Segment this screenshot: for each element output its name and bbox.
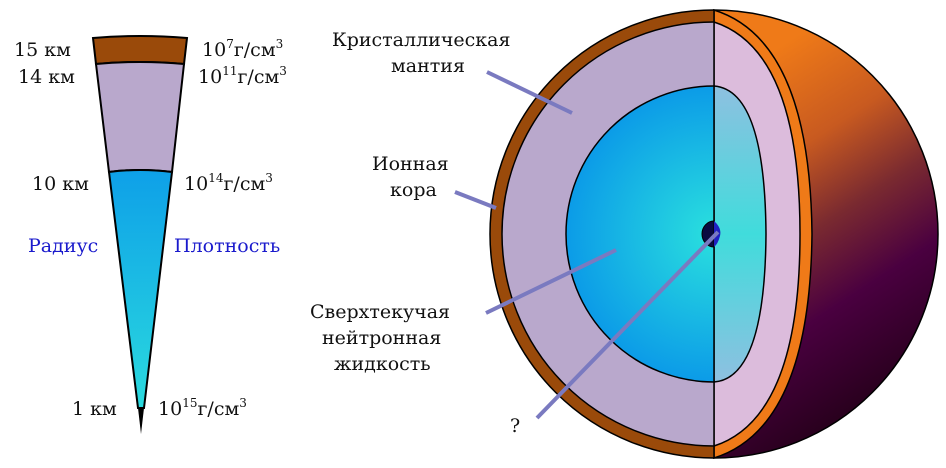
label-fluid-2: нейтронная — [322, 327, 441, 349]
label-core-unknown: ? — [510, 415, 520, 437]
axis-label-radius: Радиус — [28, 235, 98, 257]
wedge-fluid — [107, 169, 174, 409]
density-label-1e7: 107г/см3 — [202, 37, 283, 61]
cut-fluid — [713, 85, 767, 383]
label-fluid-3: жидкость — [334, 353, 431, 375]
leader-fluid — [485, 248, 617, 315]
leader-core — [535, 230, 720, 420]
wedge-crust — [91, 35, 189, 66]
label-crust-1: Ионная — [372, 153, 449, 175]
density-label-1e14: 1014г/см3 — [184, 171, 273, 195]
density-wedge — [91, 35, 189, 434]
label-mantle-1: Кристаллическая — [332, 29, 510, 51]
leader-crust — [454, 190, 497, 210]
radius-label-14: 14 км — [18, 66, 75, 88]
radius-label-15: 15 км — [14, 39, 71, 61]
radius-label-10: 10 км — [32, 173, 89, 195]
radius-label-1: 1 км — [72, 398, 117, 420]
leader-mantle — [486, 70, 573, 115]
leader-lines — [454, 70, 720, 420]
wedge-mantle — [94, 61, 186, 174]
label-crust-2: кора — [390, 179, 437, 201]
label-fluid-1: Сверхтекучая — [310, 301, 450, 323]
density-label-1e15: 1015г/см3 — [158, 396, 247, 420]
label-mantle-2: мантия — [391, 55, 465, 77]
neutron-star-sphere — [489, 8, 939, 460]
axis-label-density: Плотность — [174, 235, 280, 257]
fluid-core — [565, 85, 714, 383]
density-label-1e11: 1011г/см3 — [198, 64, 287, 88]
wedge-core — [138, 408, 144, 434]
